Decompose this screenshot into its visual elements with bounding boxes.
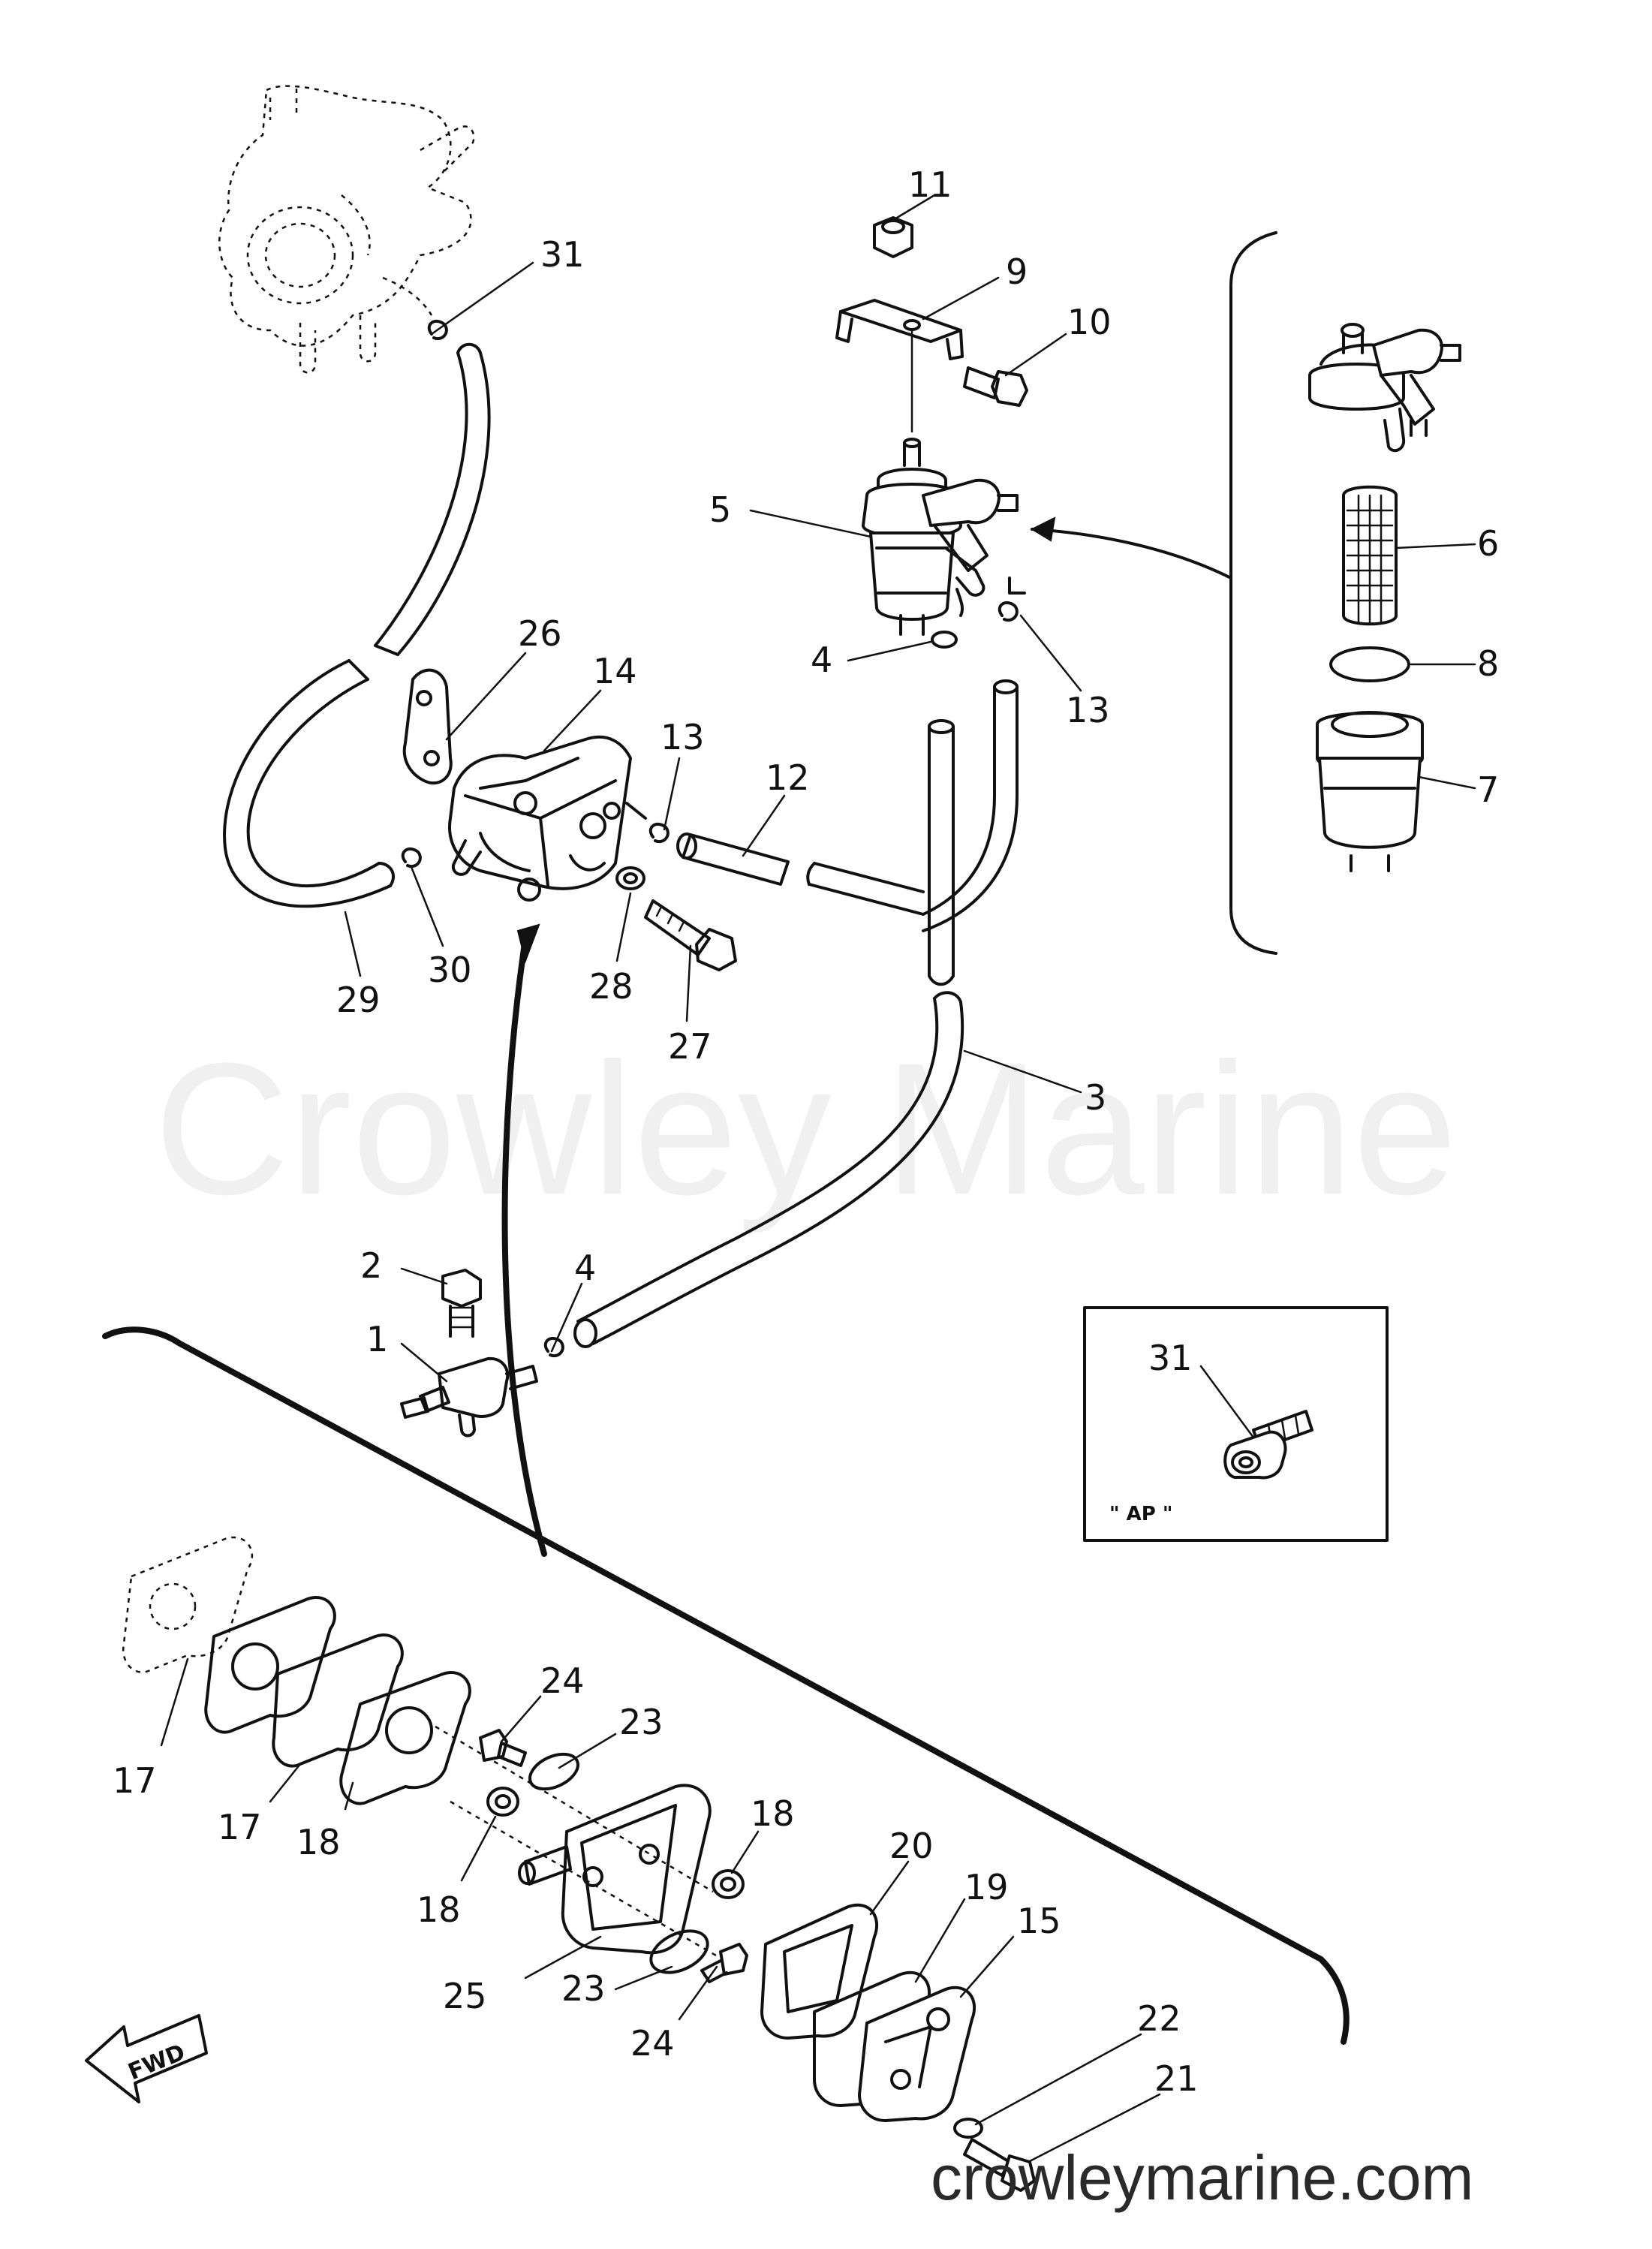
callout-12: 12 <box>766 757 810 798</box>
diaphragm-23-lower <box>649 1929 709 1974</box>
bracket-9 <box>835 299 964 360</box>
nut-11 <box>873 216 913 258</box>
callout-20: 20 <box>889 1826 934 1866</box>
callout-1: 1 <box>366 1319 388 1359</box>
callout-7: 7 <box>1477 769 1499 810</box>
pump-cover-15 <box>858 1986 976 2122</box>
callout-25: 25 <box>443 1976 487 2016</box>
callout-6: 6 <box>1477 523 1499 564</box>
callout-13-right: 13 <box>1066 690 1110 730</box>
callout-11: 11 <box>908 164 952 205</box>
part-31-fitting <box>1223 1410 1313 1480</box>
screw-24-lower <box>700 1943 748 1983</box>
callout-2: 2 <box>360 1245 382 1286</box>
callout-29: 29 <box>336 980 381 1020</box>
screw-21 <box>963 2138 1036 2192</box>
flow-arrow <box>501 935 547 1557</box>
pump-body-25 <box>435 1725 736 1968</box>
callout-4-lower: 4 <box>574 1248 596 1288</box>
callout-23-lower: 23 <box>561 1968 606 2009</box>
clip-4-lower <box>543 1336 564 1358</box>
fuel-joint-1 <box>400 1356 538 1438</box>
callout-numbers: 31 11 9 10 5 6 8 7 4 13 26 14 13 12 30 2… <box>113 164 1499 2099</box>
section-divider-line <box>102 1326 1350 2045</box>
fuel-hoses <box>223 342 1019 1348</box>
carburetor-outline <box>218 85 475 374</box>
filter-exploded-view <box>1030 231 1461 955</box>
clip-13-left <box>648 822 670 844</box>
leader-lines <box>160 194 1476 2163</box>
callout-16: 17 <box>218 1807 262 1847</box>
bolt-27 <box>644 899 737 971</box>
callout-18-right: 18 <box>751 1793 795 1834</box>
callout-23-upper: 23 <box>619 1702 664 1742</box>
callout-17-right: 18 <box>296 1822 341 1862</box>
callout-8: 8 <box>1477 643 1499 684</box>
callout-10: 10 <box>1067 302 1112 342</box>
callout-13-left: 13 <box>660 717 705 757</box>
fuel-filter-assembly <box>862 438 1026 636</box>
callout-28: 28 <box>589 966 633 1007</box>
inset-box: " AP " <box>1083 1306 1389 1542</box>
callout-21: 21 <box>1154 2058 1199 2099</box>
callout-3: 3 <box>1085 1077 1106 1118</box>
callout-15: 15 <box>1017 1901 1061 1941</box>
washer-22 <box>953 2118 983 2139</box>
hose-clips <box>401 319 1019 1358</box>
callout-18-left: 18 <box>417 1889 461 1930</box>
clip-30-lower <box>401 847 422 869</box>
callout-19: 19 <box>964 1867 1009 1907</box>
gasket-26 <box>402 668 453 785</box>
callout-31: 31 <box>1148 1338 1193 1378</box>
valve-18-lower <box>712 1869 745 1899</box>
callout-26: 26 <box>518 613 562 654</box>
callout-24-lower: 24 <box>630 2023 675 2064</box>
inset-ap-label: " AP " <box>1109 1503 1172 1525</box>
callout-4-upper: 4 <box>811 640 832 680</box>
pump-gaskets-17-16 <box>122 1536 471 1805</box>
callout-9: 9 <box>1006 251 1028 292</box>
flow-arrowhead <box>516 923 540 964</box>
washer-28 <box>615 866 645 890</box>
screw-24-upper <box>479 1729 527 1767</box>
clip-13-right <box>998 601 1019 622</box>
fwd-direction-arrow: FWD <box>85 2014 208 2103</box>
callout-22: 22 <box>1137 1998 1181 2039</box>
watermark-text: Crowley Marine <box>154 1024 1458 1233</box>
fuel-pump-assembly <box>448 735 647 902</box>
callout-30-lower: 30 <box>428 950 472 990</box>
callout-5: 5 <box>709 489 731 530</box>
clip-4-upper <box>931 631 958 649</box>
callout-27: 27 <box>668 1026 712 1067</box>
fwd-label: FWD <box>125 2039 189 2085</box>
callout-24-upper: 24 <box>540 1660 585 1701</box>
gasket-20 <box>760 1903 879 2040</box>
bolt-10 <box>963 366 1028 407</box>
valve-18-upper <box>486 1787 519 1817</box>
screw-2 <box>441 1269 482 1338</box>
callout-14: 14 <box>593 651 637 691</box>
callout-17-left: 17 <box>113 1760 157 1801</box>
callout-30-top: 31 <box>540 234 585 275</box>
site-url: crowleymarine.com <box>931 2142 1474 2213</box>
diaphragm-23-upper <box>528 1752 579 1791</box>
